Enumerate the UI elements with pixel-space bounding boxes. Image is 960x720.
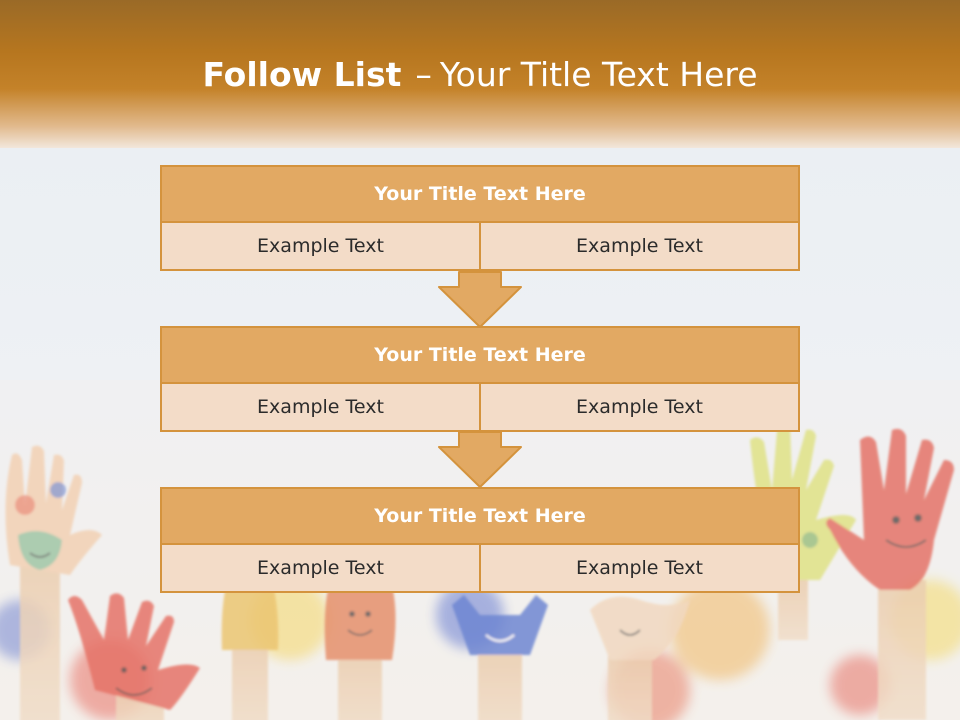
flow-step-row: Example Text Example Text xyxy=(162,223,798,269)
flow-step-left-text: Example Text xyxy=(257,235,384,257)
flow-step-left-text: Example Text xyxy=(257,557,384,579)
flow-step-1: Your Title Text Here Example Text Exampl… xyxy=(160,165,800,271)
flow-step-right-text: Example Text xyxy=(479,223,798,269)
down-arrow-icon xyxy=(438,271,522,328)
slide-title-separator: – xyxy=(415,55,432,94)
flow-step-left-text: Example Text xyxy=(257,396,384,418)
flow-step-right-text: Example Text xyxy=(479,384,798,430)
flow-step-row: Example Text Example Text xyxy=(162,545,798,591)
down-arrow-icon xyxy=(438,431,522,488)
flow-step-right-text: Example Text xyxy=(479,545,798,591)
flow-step-title: Your Title Text Here xyxy=(162,167,798,223)
slide-title: Follow List–Your Title Text Here xyxy=(0,50,960,100)
flow-step-2: Your Title Text Here Example Text Exampl… xyxy=(160,326,800,432)
slide-title-bold: Follow List xyxy=(202,55,402,94)
flow-step-row: Example Text Example Text xyxy=(162,384,798,430)
title-bar xyxy=(0,0,960,148)
flow-step-title: Your Title Text Here xyxy=(162,328,798,384)
slide-title-rest: Your Title Text Here xyxy=(439,55,758,94)
flow-step-3: Your Title Text Here Example Text Exampl… xyxy=(160,487,800,593)
flow-step-title: Your Title Text Here xyxy=(162,489,798,545)
